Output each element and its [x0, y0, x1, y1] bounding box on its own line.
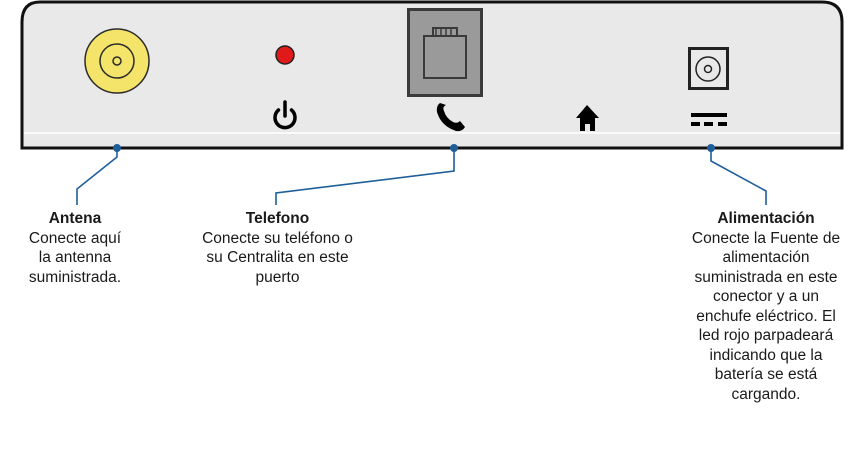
leader-dots: [113, 144, 715, 152]
alimentacion-leader: [710, 148, 767, 205]
antena-description: Conecte aquí la antenna suministrada.: [28, 229, 122, 286]
telefono-title: Telefono: [245, 210, 310, 227]
alimentacion-description: Conecte la Fuente de alimentación sumini…: [691, 229, 841, 403]
power-icon: [273, 100, 297, 130]
leader-lines: [76, 148, 767, 205]
antenna-connector: [84, 28, 150, 94]
alimentacion-title: Alimentación: [717, 210, 815, 227]
alimentacion-callout: Alimentación Conecte la Fuente de alimen…: [668, 209, 864, 404]
dc-power-jack: [688, 47, 729, 90]
antena-callout: Antena Conecte aquí la antenna suministr…: [0, 209, 150, 287]
telefono-leader: [275, 148, 455, 205]
phone-jack: [407, 8, 483, 97]
telefono-callout: Telefono Conecte su teléfono o su Centra…: [170, 209, 385, 287]
antena-leader: [76, 148, 118, 205]
phone-handset-icon: [436, 103, 465, 132]
antena-title: Antena: [48, 210, 102, 227]
dc-power-icon: [691, 113, 727, 126]
home-icon: [576, 105, 599, 131]
telefono-description: Conecte su teléfono o su Centralita en e…: [202, 229, 353, 286]
status-led: [275, 45, 295, 65]
